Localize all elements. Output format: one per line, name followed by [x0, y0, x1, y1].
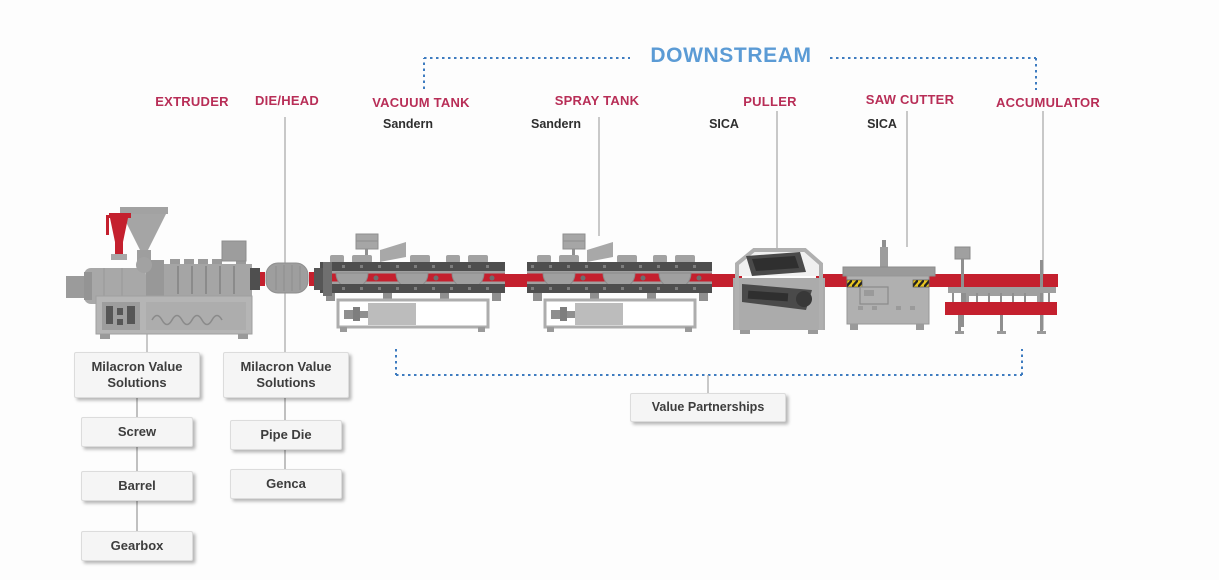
- callout-value-partnerships: Value Partnerships: [630, 393, 786, 422]
- station-label-puller: PULLER: [743, 94, 797, 109]
- callout-milacron-value-solutions-diehead: Milacron Value Solutions: [223, 352, 349, 398]
- vendor-label-vacuum-tank: Sandern: [382, 117, 434, 131]
- spray-tank-graphic: [525, 232, 714, 334]
- station-label-accumulator: ACCUMULATOR: [995, 95, 1101, 110]
- red-material-loader-icon: [106, 213, 131, 260]
- hazard-stripe-icon: [912, 279, 930, 288]
- callout-gearbox: Gearbox: [81, 531, 193, 561]
- hazard-stripe-icon: [846, 279, 863, 288]
- station-label-extruder: EXTRUDER: [155, 94, 229, 109]
- callout-barrel: Barrel: [81, 471, 193, 501]
- vendor-label-spray-tank: Sandern: [530, 117, 582, 131]
- leader-lines: [146, 111, 1044, 352]
- vacuum-tank-graphic: [318, 232, 507, 334]
- box-connector-lines: [136, 398, 286, 531]
- station-label-saw-cutter: SAW CUTTER: [865, 92, 955, 107]
- vendor-label-puller: SICA: [709, 117, 739, 131]
- callout-genca: Genca: [230, 469, 342, 499]
- saw-cutter-graphic: [842, 240, 936, 330]
- station-label-vacuum-tank: VACUUM TANK: [372, 95, 470, 110]
- vendor-label-saw-cutter: SICA: [867, 117, 897, 131]
- puller-graphic: [733, 248, 825, 334]
- callout-screw: Screw: [81, 417, 193, 447]
- accumulator-graphic: [945, 246, 1057, 334]
- downstream-title: DOWNSTREAM: [650, 44, 812, 67]
- die-head-graphic: [260, 262, 332, 296]
- station-label-die-head: DIE/HEAD: [254, 93, 320, 108]
- station-label-spray-tank: SPRAY TANK: [554, 93, 640, 108]
- value-partnerships-bracket: [395, 349, 1023, 376]
- callout-pipe-die: Pipe Die: [230, 420, 342, 450]
- callout-milacron-value-solutions-extruder: Milacron Value Solutions: [74, 352, 200, 398]
- extruder-graphic: [66, 207, 260, 339]
- downstream-bracket: [423, 57, 1037, 90]
